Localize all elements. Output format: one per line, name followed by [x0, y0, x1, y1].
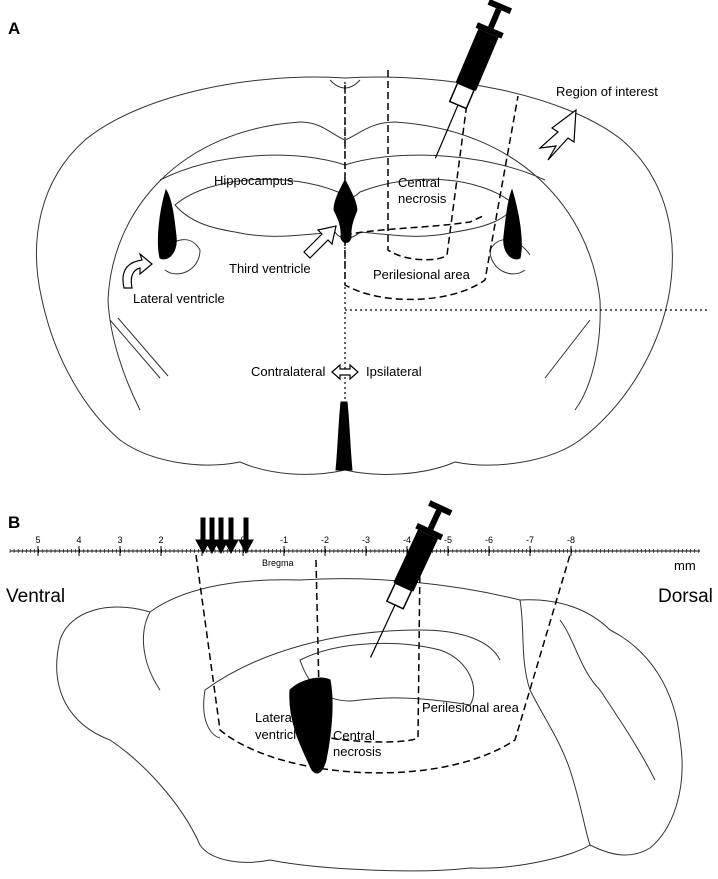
label-hippocampus: Hippocampus — [214, 173, 294, 188]
right-lateral-tract — [544, 319, 591, 379]
down-arrow-1 — [195, 517, 211, 555]
coronal-perilesional-edge — [344, 214, 486, 236]
hippocampus-outline — [174, 178, 516, 239]
ruler-tick-label: 3 — [117, 535, 122, 545]
ruler-tick-label: -7 — [526, 535, 534, 545]
left-lateral-tract — [109, 319, 161, 379]
down-arrow-4 — [223, 517, 239, 555]
label-third-ventricle: Third ventricle — [229, 261, 311, 276]
label-contralateral: Contralateral — [251, 364, 326, 379]
ruler-bregma-label: Bregma — [262, 558, 294, 568]
syringe-panel-b — [369, 500, 453, 658]
sagittal-brain-outline — [56, 578, 683, 872]
ruler-tick-label: 4 — [76, 535, 81, 545]
label-lateral-ventricle-b-1: Lateral — [255, 710, 295, 725]
label-perilesional-area-a: Perilesional area — [373, 267, 471, 282]
sagittal-inner-arc — [203, 689, 221, 739]
ruler-unit: mm — [674, 558, 696, 573]
ruler-tick-label: -3 — [362, 535, 370, 545]
label-region-of-interest: Region of interest — [556, 84, 658, 99]
lateral-ventricle-left — [157, 188, 177, 260]
lower-ventricle — [335, 401, 353, 471]
label-central-necrosis-a-1: Central — [398, 175, 440, 190]
panel-a: A — [8, 0, 710, 475]
ruler-tick-label: 5 — [35, 535, 40, 545]
ruler-tick-labels: 543210-1-2-3-4-5-6-7-8 — [35, 535, 575, 545]
sagittal-necrosis-inner — [315, 559, 421, 743]
panel-a-letter: A — [8, 19, 20, 38]
panel-b: B 543210-1-2-3-4-5-6-7-8 mm Bregma Ventr… — [6, 500, 713, 872]
ruler-tick-label: -6 — [485, 535, 493, 545]
down-arrow-2 — [204, 517, 220, 555]
label-ipsilateral: Ipsilateral — [366, 364, 422, 379]
ruler-tick-label: 2 — [158, 535, 163, 545]
label-ventral: Ventral — [6, 586, 65, 607]
left-lateral-tract-2 — [117, 317, 169, 377]
ruler-tick-label: -2 — [321, 535, 329, 545]
label-lateral-ventricle-a: Lateral ventricle — [133, 291, 225, 306]
ruler-tick-label: -5 — [444, 535, 452, 545]
coordinate-arrows — [195, 517, 254, 555]
lateral-ventricle-arrow — [122, 252, 153, 289]
ruler-tick-label: -4 — [403, 535, 411, 545]
sagittal-hippocampus — [299, 642, 475, 706]
sagittal-corpus-callosum — [204, 629, 501, 691]
cerebellum-outline — [519, 599, 591, 846]
label-dorsal: Dorsal — [658, 586, 713, 607]
ruler-tick-label: -1 — [280, 535, 288, 545]
cerebellum-fold — [559, 619, 656, 781]
label-perilesional-area-b: Perilesional area — [422, 700, 520, 715]
coronal-necrosis-inner — [387, 70, 469, 261]
label-central-necrosis-a-2: necrosis — [398, 191, 447, 206]
down-arrow-3 — [213, 517, 229, 555]
ruler-tick-label: -8 — [567, 535, 575, 545]
sagittal-roi-outer — [195, 554, 571, 774]
label-central-necrosis-b-1: Central — [333, 728, 375, 743]
sagittal-lateral-ventricle — [289, 677, 333, 774]
coronal-cortex-inner-left — [107, 299, 141, 411]
panel-b-letter: B — [8, 513, 20, 532]
lateral-ventricle-right — [503, 188, 522, 260]
coronal-cortex-inner — [107, 121, 601, 411]
down-arrow-5 — [238, 517, 254, 555]
side-indicator-arrow — [331, 363, 359, 381]
syringe-panel-a — [434, 0, 513, 159]
label-central-necrosis-b-2: necrosis — [333, 744, 382, 759]
sagittal-olfactory-notch — [142, 611, 161, 691]
label-lateral-ventricle-b-2: ventricle — [255, 727, 303, 742]
third-ventricle-arrow — [303, 225, 337, 259]
region-of-interest-arrow — [538, 108, 577, 161]
